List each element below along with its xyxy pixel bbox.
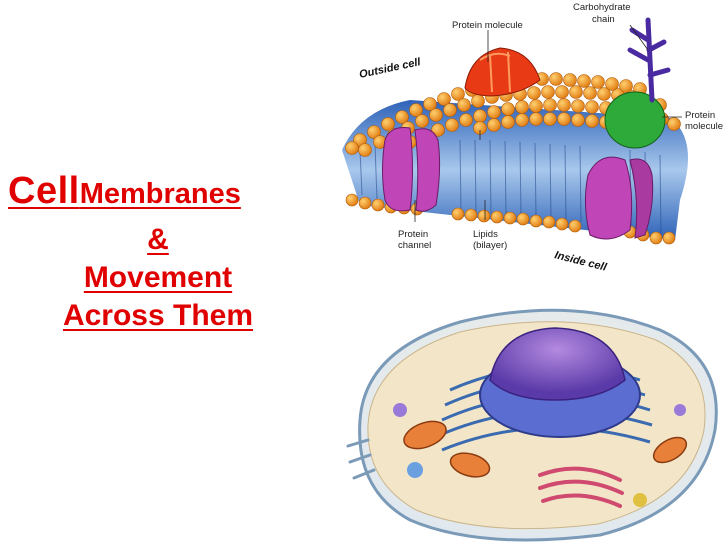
protein-channel-left [382, 127, 441, 212]
title-cell-word: Cell [8, 170, 80, 212]
title-ampersand: & [147, 223, 169, 256]
nucleolus [489, 327, 626, 401]
leader-lines [414, 24, 682, 222]
label-lipids-2: (bilayer) [473, 240, 507, 251]
mitochondria [403, 420, 688, 478]
protein-molecule-red [464, 47, 541, 97]
label-protein-channel-1: Protein [398, 229, 428, 240]
title-line-3: Movement [83, 261, 233, 294]
label-carbohydrate-chain-1: Carbohydrate [573, 2, 631, 13]
title-line-4: Across Them [62, 299, 254, 332]
label-outside-cell: Outside cell [358, 56, 422, 81]
title-line-1: CellMembranes [8, 170, 308, 213]
label-protein-channel-2: channel [398, 240, 431, 251]
label-inside-cell: Inside cell [553, 249, 608, 274]
golgi-apparatus [538, 466, 624, 508]
cell-membrane-diagram: Carbohydrate chain Protein molecule Outs… [342, 2, 723, 274]
label-protein-molecule-right-1: Protein [685, 110, 715, 121]
label-carbohydrate-chain-2: chain [592, 14, 615, 25]
vesicles [393, 403, 686, 507]
protein-highlight [479, 51, 511, 93]
protein-molecule-green [604, 91, 666, 149]
label-lipids-1: Lipids [473, 229, 498, 240]
microvilli [346, 438, 376, 480]
protein-channel-right [584, 156, 654, 240]
animal-cell-illustration [346, 308, 718, 542]
label-protein-molecule-right-2: molecule [685, 121, 723, 132]
label-protein-molecule-top: Protein molecule [452, 20, 523, 31]
slide-title: CellMembranes & Movement Across Them [8, 170, 308, 335]
title-membranes-word: Membranes [79, 178, 241, 210]
